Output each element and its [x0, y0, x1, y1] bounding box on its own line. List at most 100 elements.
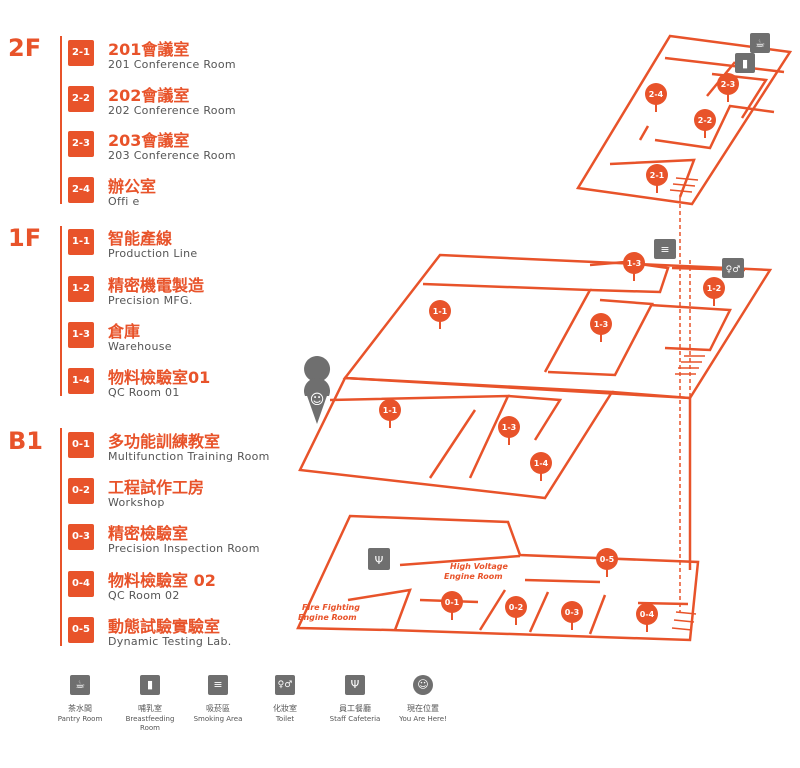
room-name-en: 201 Conference Room: [108, 58, 236, 71]
room-name-en: Multifunction Training Room: [108, 450, 270, 463]
room-name-en: Workshop: [108, 496, 165, 509]
wall: [638, 125, 650, 141]
room-pin-1-3[interactable]: 1-3: [590, 313, 612, 342]
legend-label-zh: 化妝室: [273, 704, 297, 713]
wall: [507, 394, 563, 441]
room-pin-label: 1-2: [707, 284, 721, 293]
legend-label-en: Toilet: [275, 715, 295, 723]
room-pin-0-5[interactable]: 0-5: [596, 548, 618, 577]
room-pin-label: 0-4: [640, 610, 655, 619]
breastfeeding-glyph: ▮: [742, 57, 748, 70]
room-name-en: 202 Conference Room: [108, 104, 236, 117]
stair-step: [675, 611, 697, 615]
room-pin-0-2[interactable]: 0-2: [505, 596, 527, 625]
room-pin-label: 0-1: [445, 598, 460, 607]
room-entry[interactable]: 1-2 精密機電製造 Precision MFG.: [68, 272, 308, 318]
room-name-zh: 202會議室: [108, 86, 190, 105]
room-entry[interactable]: 1-4 物料檢驗室01 QC Room 01: [68, 364, 308, 410]
you-are-here-icon: ☺: [304, 356, 331, 424]
wall: [528, 591, 550, 633]
room-pin-2-3[interactable]: 2-3: [717, 73, 739, 102]
room-pin-0-3[interactable]: 0-3: [561, 601, 583, 630]
stair-step: [675, 177, 699, 181]
wall: [524, 578, 601, 584]
room-name-zh: 工程試作工房: [108, 478, 205, 497]
room-pin-2-1[interactable]: 2-1: [646, 164, 668, 193]
room-entry[interactable]: 2-3 203會議室 203 Conference Room: [68, 127, 308, 173]
room-pin-1-1[interactable]: 1-1: [429, 300, 451, 329]
room-pin-0-1[interactable]: 0-1: [441, 591, 463, 620]
room-name-en: Precision Inspection Room: [108, 542, 260, 555]
floor-label-1f: 1F: [8, 224, 42, 252]
room-code-badge: 2-4: [68, 177, 94, 203]
legend-label-zh: 員工餐廳: [339, 704, 371, 713]
room-pin-2-2[interactable]: 2-2: [694, 109, 716, 138]
room-code-badge: 1-4: [68, 368, 94, 394]
room-pin-label: 1-1: [383, 406, 398, 415]
room-pin-1-2[interactable]: 1-2: [703, 277, 725, 306]
room-entry[interactable]: 1-1 智能產線 Production Line: [68, 225, 308, 271]
svg-text:☺: ☺: [310, 392, 325, 408]
legend-label-zh: 現在位置: [407, 704, 439, 713]
stair-step: [673, 619, 695, 623]
breastfeeding-icon: [735, 53, 755, 73]
room-code-badge: 0-3: [68, 524, 94, 550]
toilet-glyph: ♀♂: [726, 265, 741, 275]
room-name-zh: 多功能訓練教室: [108, 432, 221, 451]
room-pin-label: 1-3: [627, 259, 641, 268]
wall: [654, 104, 775, 150]
fire-fighting-label: Fire Fighting: [302, 603, 360, 612]
toilet-icon: ♀♂: [275, 675, 295, 695]
room-pin-1-1[interactable]: 1-1: [379, 399, 401, 428]
room-entry[interactable]: 0-5 動態試驗實驗室 Dynamic Testing Lab.: [68, 613, 308, 659]
room-pin-1-4[interactable]: 1-4: [530, 452, 552, 481]
wall: [664, 56, 785, 74]
wall: [347, 588, 412, 631]
legend-item: ☺ 現在位置 You Are Here!: [388, 675, 458, 724]
room-entry[interactable]: 2-2 202會議室 202 Conference Room: [68, 82, 308, 128]
room-name-en: Offi e: [108, 195, 140, 208]
room-name-zh: 辦公室: [108, 177, 157, 196]
breastfeeding-icon: ▮: [140, 675, 160, 695]
room-pin-label: 2-2: [698, 116, 712, 125]
room-entry[interactable]: 2-4 辦公室 Offi e: [68, 173, 308, 219]
fire-fighting-label: Engine Room: [298, 613, 357, 622]
room-entry[interactable]: 2-1 201會議室 201 Conference Room: [68, 36, 308, 82]
room-name-zh: 物料檢驗室01: [108, 368, 211, 387]
room-pin-0-4[interactable]: 0-4: [636, 603, 658, 632]
room-entry[interactable]: 0-4 物料檢驗室 02 QC Room 02: [68, 567, 308, 613]
wall: [428, 409, 477, 479]
room-name-zh: 201會議室: [108, 40, 190, 59]
room-code-badge: 0-1: [68, 432, 94, 458]
legend-item: ♀♂ 化妝室 Toilet: [250, 675, 320, 724]
legend-label-zh: 茶水間: [68, 704, 92, 713]
room-pin-label: 1-3: [594, 320, 608, 329]
high-voltage-label: Engine Room: [444, 572, 503, 581]
toilet-icon: [722, 258, 744, 278]
room-name-zh: 精密檢驗室: [108, 524, 189, 543]
wall: [422, 282, 593, 373]
legend-item: ≡ 吸菸區 Smoking Area: [183, 675, 253, 724]
legend-label-en: You Are Here!: [399, 715, 447, 723]
wall: [547, 298, 654, 377]
room-name-en: Dynamic Testing Lab.: [108, 635, 232, 648]
room-name-en: Precision MFG.: [108, 294, 193, 307]
room-entry[interactable]: 1-3 倉庫 Warehouse: [68, 318, 308, 364]
room-code-badge: 1-1: [68, 229, 94, 255]
room-pin-2-4[interactable]: 2-4: [645, 83, 667, 112]
high-voltage-label: High Voltage: [450, 562, 508, 571]
room-pin-1-3[interactable]: 1-3: [623, 252, 645, 281]
legend-label-zh: 哺乳室: [138, 704, 162, 713]
room-entry[interactable]: 0-2 工程試作工房 Workshop: [68, 474, 308, 520]
wall: [329, 394, 510, 479]
room-pin-label: 0-5: [600, 555, 615, 564]
room-name-zh: 精密機電製造: [108, 276, 205, 295]
smoking-icon: [654, 239, 676, 259]
room-entry[interactable]: 0-3 精密檢驗室 Precision Inspection Room: [68, 520, 308, 566]
room-entry[interactable]: 0-1 多功能訓練教室 Multifunction Training Room: [68, 428, 308, 474]
room-name-zh: 203會議室: [108, 131, 190, 150]
room-code-badge: 1-2: [68, 276, 94, 302]
room-pin-1-3[interactable]: 1-3: [498, 416, 520, 445]
pantry-icon: ☕: [70, 675, 90, 695]
